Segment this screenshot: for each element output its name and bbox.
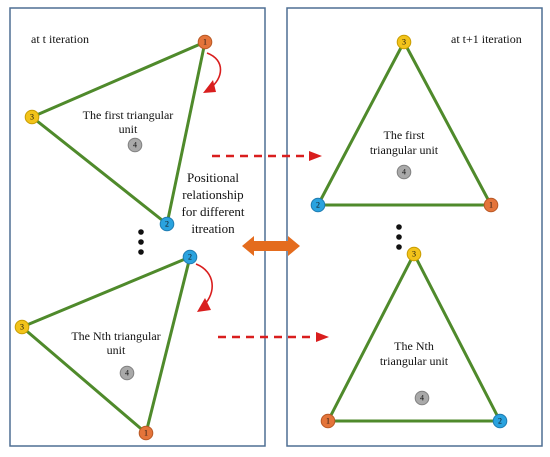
node-left-bottom-4: 4 bbox=[119, 365, 135, 381]
right-panel-title: at t+1 iteration bbox=[451, 32, 522, 46]
center-text-line3: for different bbox=[182, 204, 245, 219]
right-top-triangle bbox=[316, 40, 493, 207]
node-right-bottom-3: 3 bbox=[406, 246, 422, 262]
node-right-top-3: 3 bbox=[396, 34, 412, 50]
node-right-bottom-2: 2 bbox=[492, 413, 508, 429]
center-text-line1: Positional bbox=[187, 170, 239, 185]
left-bottom-triangle bbox=[20, 255, 192, 435]
right-ellipsis-dot-1 bbox=[396, 224, 402, 230]
center-text-line2: relationship bbox=[182, 187, 243, 202]
node-right-top-4: 4 bbox=[396, 164, 412, 180]
node-label: 3 bbox=[412, 250, 416, 259]
node-left-bottom-2: 2 bbox=[182, 249, 198, 265]
node-right-bottom-1: 1 bbox=[320, 413, 336, 429]
node-label: 2 bbox=[498, 417, 502, 426]
right-ellipsis-dot-2 bbox=[396, 234, 402, 240]
node-label: 2 bbox=[165, 220, 169, 229]
right-ellipsis-dot-3 bbox=[396, 244, 402, 250]
left-bottom-triangle-label-line1: The Nth triangular bbox=[71, 329, 160, 343]
left-top-triangle bbox=[30, 40, 207, 226]
node-left-top-4: 4 bbox=[127, 137, 143, 153]
node-left-top-2: 2 bbox=[159, 216, 175, 232]
top-transfer-arrowhead bbox=[309, 151, 322, 161]
node-right-top-2: 2 bbox=[310, 197, 326, 213]
node-label: 1 bbox=[489, 201, 493, 210]
right-bottom-triangle-label-line1: The Nth bbox=[394, 339, 434, 353]
node-label: 1 bbox=[203, 38, 207, 47]
double-headed-arrow bbox=[242, 236, 300, 256]
left-ellipsis-dot-3 bbox=[138, 249, 144, 255]
left-bottom-triangle-label-line2: unit bbox=[107, 343, 126, 357]
left-top-triangle-label-line2: unit bbox=[119, 122, 138, 136]
node-label: 3 bbox=[402, 38, 406, 47]
left-ellipsis-dot-1 bbox=[138, 229, 144, 235]
center-text-line4: itreation bbox=[191, 221, 235, 236]
node-label: 4 bbox=[133, 141, 137, 150]
left-panel bbox=[9, 7, 266, 447]
node-left-bottom-3: 3 bbox=[14, 319, 30, 335]
bottom-transfer-arrowhead bbox=[316, 332, 329, 342]
node-label: 3 bbox=[30, 113, 34, 122]
right-bottom-triangle-label-line2: triangular unit bbox=[380, 354, 449, 368]
node-label: 4 bbox=[402, 168, 406, 177]
left-ellipsis-dot-2 bbox=[138, 239, 144, 245]
right-panel bbox=[286, 7, 543, 447]
node-label: 4 bbox=[125, 369, 129, 378]
node-label: 1 bbox=[326, 417, 330, 426]
node-left-top-1: 1 bbox=[197, 34, 213, 50]
node-label: 1 bbox=[144, 429, 148, 438]
node-left-bottom-1: 1 bbox=[138, 425, 154, 441]
node-label: 4 bbox=[420, 394, 424, 403]
right-top-triangle-label-line1: The first bbox=[384, 128, 426, 142]
left-top-rotation-arrowhead bbox=[203, 80, 216, 93]
right-top-triangle-label-line2: triangular unit bbox=[370, 143, 439, 157]
left-bottom-rotation-arrowhead bbox=[197, 298, 211, 312]
node-right-top-1: 1 bbox=[483, 197, 499, 213]
left-top-triangle-label-line1: The first triangular bbox=[83, 108, 174, 122]
node-label: 2 bbox=[316, 201, 320, 210]
node-label: 3 bbox=[20, 323, 24, 332]
left-panel-title: at t iteration bbox=[31, 32, 89, 46]
node-left-top-3: 3 bbox=[24, 109, 40, 125]
node-right-bottom-4: 4 bbox=[414, 390, 430, 406]
node-label: 2 bbox=[188, 253, 192, 262]
right-bottom-triangle bbox=[326, 252, 502, 423]
